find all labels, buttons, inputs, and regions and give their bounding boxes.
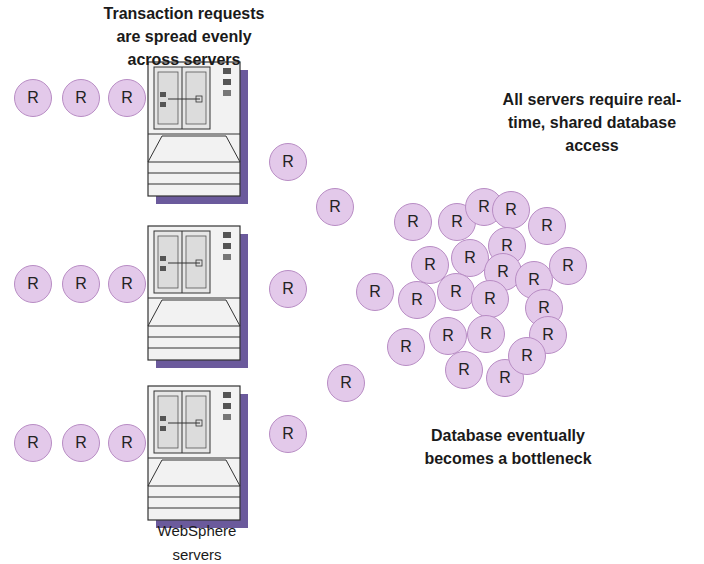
request-label: R bbox=[121, 276, 133, 292]
request-circle: R bbox=[316, 188, 354, 226]
request-label: R bbox=[451, 214, 463, 230]
database-cylinder: Database bbox=[565, 200, 671, 372]
request-label: R bbox=[282, 426, 294, 442]
request-label: R bbox=[480, 326, 492, 342]
request-circle: R bbox=[14, 265, 52, 303]
request-label: R bbox=[538, 300, 550, 316]
request-label: R bbox=[75, 276, 87, 292]
request-circle: R bbox=[528, 207, 566, 245]
request-label: R bbox=[121, 90, 133, 106]
request-label: R bbox=[121, 435, 133, 451]
request-circle: R bbox=[429, 317, 467, 355]
request-circle: R bbox=[327, 364, 365, 402]
heading-note: Database eventually becomes a bottleneck bbox=[410, 424, 606, 470]
request-label: R bbox=[442, 328, 454, 344]
request-label: R bbox=[27, 90, 39, 106]
request-label: R bbox=[450, 284, 462, 300]
request-circle: R bbox=[108, 424, 146, 462]
request-label: R bbox=[340, 375, 352, 391]
request-label: R bbox=[528, 272, 540, 288]
request-label: R bbox=[464, 250, 476, 266]
request-label: R bbox=[329, 199, 341, 215]
request-circle: R bbox=[387, 328, 425, 366]
request-label: R bbox=[497, 264, 509, 280]
request-circle: R bbox=[445, 351, 483, 389]
request-label: R bbox=[282, 154, 294, 170]
request-label: R bbox=[75, 90, 87, 106]
heading-note: All servers require real-time, shared da… bbox=[500, 88, 684, 157]
request-circle: R bbox=[62, 424, 100, 462]
request-circle: R bbox=[62, 79, 100, 117]
request-label: R bbox=[75, 435, 87, 451]
request-label: R bbox=[521, 348, 533, 364]
request-circle: R bbox=[549, 247, 587, 285]
request-circle: R bbox=[14, 79, 52, 117]
request-label: R bbox=[400, 339, 412, 355]
request-label: R bbox=[27, 435, 39, 451]
request-circle: R bbox=[492, 191, 530, 229]
request-circle: R bbox=[471, 280, 509, 318]
request-label: R bbox=[458, 362, 470, 378]
request-circle: R bbox=[14, 424, 52, 462]
request-circle: R bbox=[394, 203, 432, 241]
request-label: R bbox=[542, 327, 554, 343]
request-circle: R bbox=[108, 265, 146, 303]
request-circle: R bbox=[508, 337, 546, 375]
request-label: R bbox=[407, 214, 419, 230]
request-circle: R bbox=[398, 281, 436, 319]
request-label: R bbox=[411, 292, 423, 308]
request-circle: R bbox=[269, 143, 307, 181]
request-label: R bbox=[282, 281, 294, 297]
request-label: R bbox=[478, 199, 490, 215]
request-circle: R bbox=[269, 415, 307, 453]
server-caption: WebSphere servers bbox=[146, 519, 248, 564]
database-label: Database bbox=[565, 346, 671, 363]
request-label: R bbox=[499, 370, 511, 386]
request-label: R bbox=[505, 202, 517, 218]
heading-note: Transaction requests are spread evenly a… bbox=[96, 2, 272, 71]
request-circle: R bbox=[356, 273, 394, 311]
request-label: R bbox=[424, 257, 436, 273]
request-circle: R bbox=[108, 79, 146, 117]
request-circle: R bbox=[62, 265, 100, 303]
request-circle: R bbox=[269, 270, 307, 308]
request-label: R bbox=[369, 284, 381, 300]
request-label: R bbox=[27, 276, 39, 292]
request-circle: R bbox=[467, 315, 505, 353]
request-label: R bbox=[541, 218, 553, 234]
request-label: R bbox=[484, 291, 496, 307]
request-label: R bbox=[501, 238, 513, 254]
request-circle: R bbox=[437, 273, 475, 311]
request-label: R bbox=[562, 258, 574, 274]
